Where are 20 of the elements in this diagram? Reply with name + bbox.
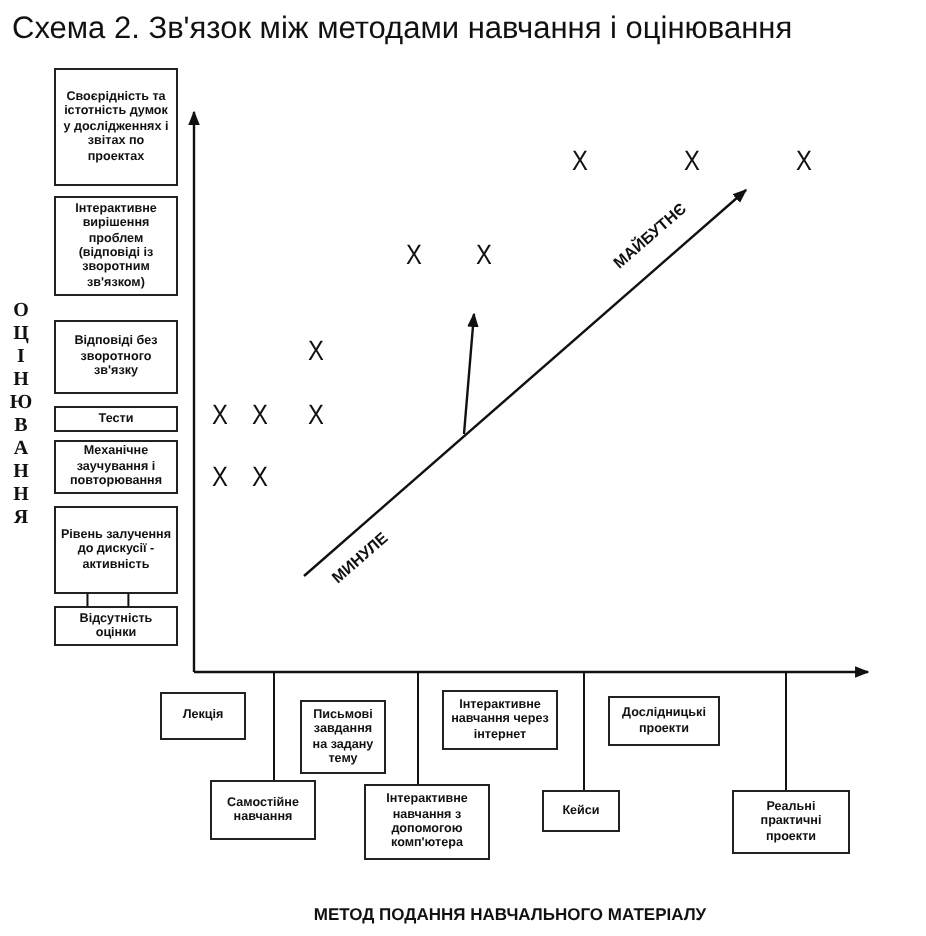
connector-line [127,593,130,607]
connector-line [273,671,275,781]
title: Схема 2. Зв'язок між методами навчання і оцінювання [12,12,793,48]
connector-line [417,671,419,785]
cross-mark: X [252,460,268,492]
cross-mark: X [476,238,492,270]
axis-label: ОЦІНЮВАННЯ [10,300,32,530]
cross-mark: X [212,460,228,492]
cross-mark: X [406,238,422,270]
cross-mark: X [684,144,700,176]
connector-line [785,671,787,791]
connector-line [583,671,585,791]
axis-label: МЕТОД ПОДАННЯ НАВЧАЛЬНОГО МАТЕРІАЛУ [313,904,707,924]
connector-line [86,593,89,607]
cross-mark: X [212,398,228,430]
cross-mark: X [308,398,324,430]
cross-mark: X [796,144,812,176]
cross-mark: X [308,334,324,366]
cross-mark: X [252,398,268,430]
cross-mark: X [572,144,588,176]
